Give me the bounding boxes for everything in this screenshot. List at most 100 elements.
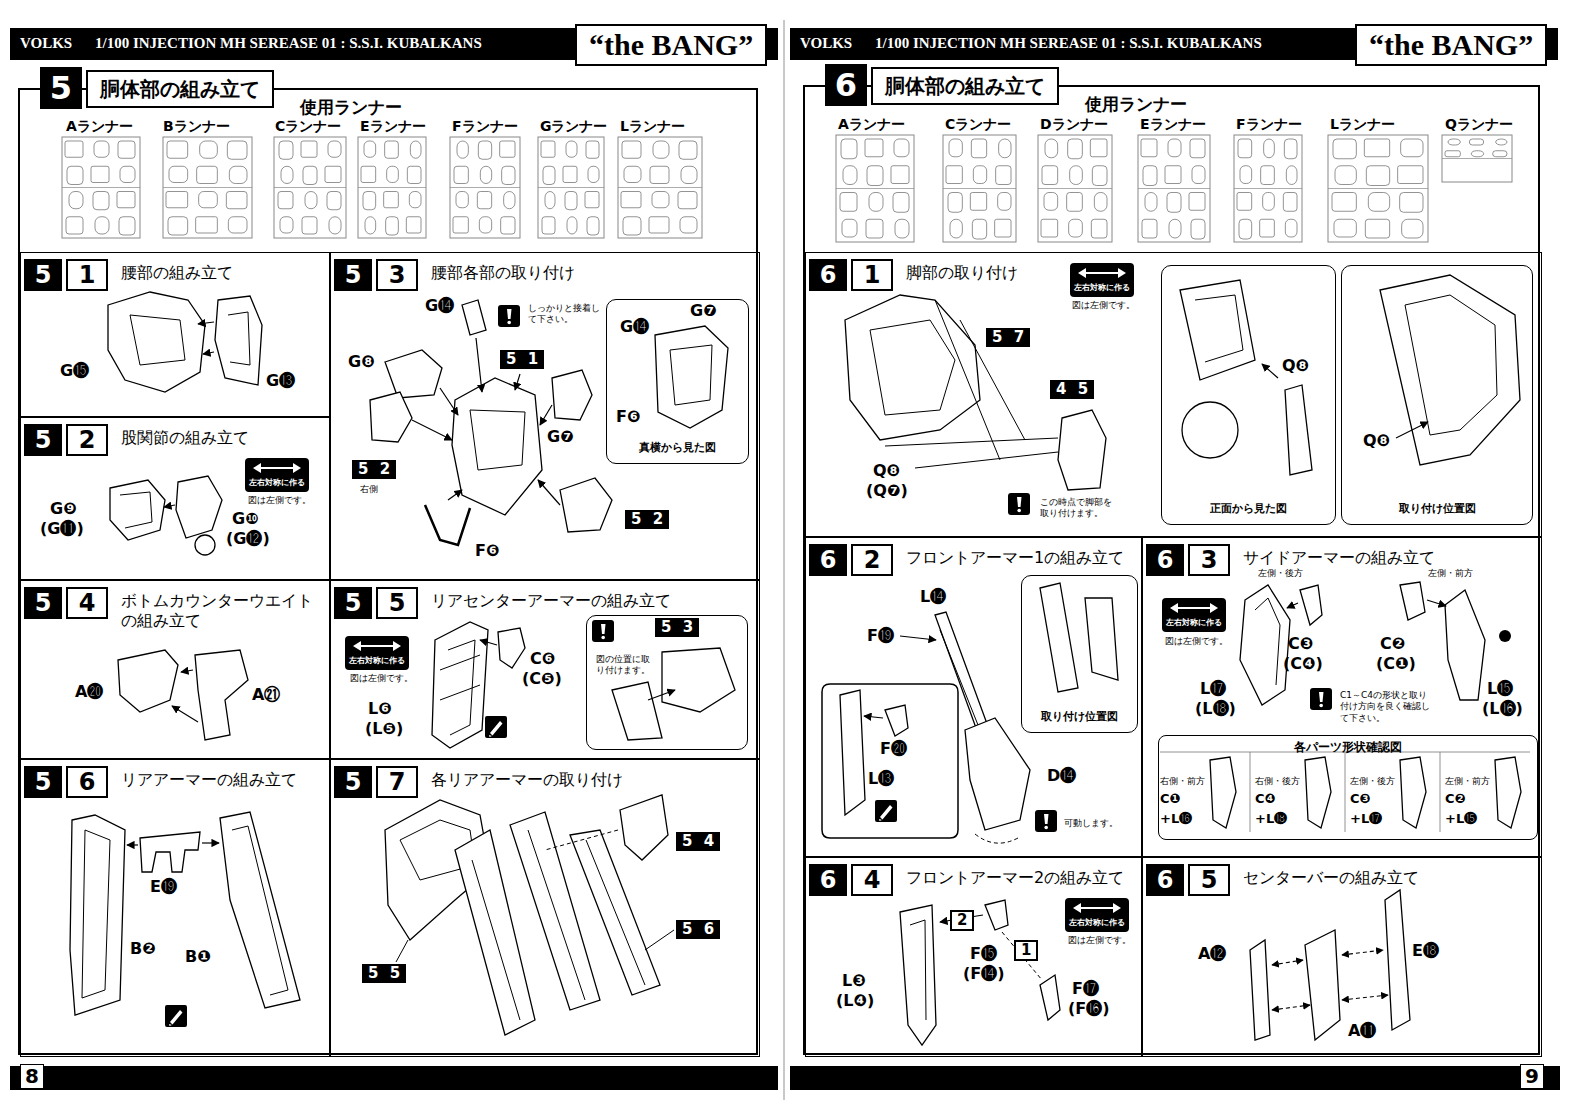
caution-ground xyxy=(1008,493,1030,515)
part-code: C❷ xyxy=(1380,635,1405,653)
part-outline xyxy=(432,622,488,748)
substep-number: 7 xyxy=(376,766,418,798)
part-outline xyxy=(1495,757,1521,828)
runner-panel: 使用ランナー xyxy=(20,90,760,252)
header-band: VOLKS1/100 INJECTION MH SEREASE 01 : S.S… xyxy=(790,28,1558,60)
part-outline xyxy=(1040,975,1060,1020)
runner-part xyxy=(502,166,515,184)
part-outline xyxy=(195,650,248,740)
runner-gate xyxy=(1234,188,1302,189)
runner-part xyxy=(1167,193,1181,213)
runner-part xyxy=(67,166,83,184)
caution-mark xyxy=(1017,497,1022,507)
caution-dot xyxy=(1319,704,1323,708)
runner-label: Lランナー xyxy=(1330,116,1395,132)
symmetry-arrow xyxy=(360,645,394,647)
runner-part xyxy=(1471,151,1483,157)
runner-part xyxy=(302,217,317,234)
runner-part xyxy=(891,166,909,184)
note-text: 図は左側です。 xyxy=(1072,300,1135,311)
runner-part xyxy=(65,141,83,157)
note-text: 図は左側です。 xyxy=(1068,935,1131,946)
cement-icon xyxy=(875,800,897,822)
part-code: G⓮ xyxy=(620,318,649,336)
runner-part xyxy=(281,166,293,183)
symmetry-arrowheads xyxy=(353,641,401,651)
symmetry-badge-text: 左右対称に作る xyxy=(1162,618,1226,627)
runner-part xyxy=(365,217,376,234)
step-box: 62フロントアーマー1の組み立て取り付け位置図 xyxy=(805,537,1142,857)
runner-part xyxy=(200,141,218,158)
part-outline xyxy=(840,690,865,815)
runner-part xyxy=(93,192,109,210)
runner-frame xyxy=(1138,135,1210,242)
reference-badge: 5 7 xyxy=(986,328,1030,347)
runner-gate xyxy=(1038,188,1112,189)
runner-part xyxy=(1402,219,1423,238)
part-code: (C❺) xyxy=(522,670,562,688)
part-code: (Q❼) xyxy=(866,482,908,500)
part-code: G⓮ xyxy=(425,297,454,315)
substep-number: 2 xyxy=(66,424,108,456)
runner-part xyxy=(1364,139,1389,157)
step-number: 5 xyxy=(24,259,62,291)
step-box: 57各リアアーマーの取り付け xyxy=(330,759,760,1057)
part-detail xyxy=(670,345,712,405)
part-detail xyxy=(870,320,955,415)
runner-frame xyxy=(450,137,520,238)
runner-part xyxy=(407,166,421,183)
runner-gate xyxy=(1328,188,1428,189)
runner-part xyxy=(480,166,491,183)
part-code: (F⓰) xyxy=(1068,1000,1110,1018)
part-code: (L❺) xyxy=(365,720,403,738)
part-detail xyxy=(120,492,152,528)
part-code: (L❹) xyxy=(836,992,874,1010)
part-outline xyxy=(370,392,412,442)
part-code: L⓭ xyxy=(868,770,894,788)
runner-part xyxy=(623,217,641,235)
runner-frame xyxy=(836,135,914,242)
runner-part xyxy=(1496,139,1507,145)
symmetry-badge-text: 左右対称に作る xyxy=(245,478,309,487)
part-outline xyxy=(1305,930,1340,1040)
assembly-arrow xyxy=(1427,600,1446,606)
assembly-arrow xyxy=(1272,960,1303,965)
step-title: リアセンターアーマーの組み立て xyxy=(431,591,671,611)
runner-part xyxy=(1365,219,1389,238)
product-title: “the BANG” xyxy=(575,24,767,66)
part-outline xyxy=(965,718,1030,830)
part-code: F⓳ xyxy=(867,627,894,645)
caution-mark xyxy=(601,624,606,634)
cement-brush xyxy=(489,721,503,737)
divider-line xyxy=(784,20,785,1100)
runner-part xyxy=(278,192,293,209)
symmetry-badge-text: 左右対称に作る xyxy=(1070,283,1134,292)
symmetry-badge xyxy=(1070,263,1134,297)
part-outline xyxy=(845,295,980,440)
assembly-arrow xyxy=(412,420,452,440)
marker-dot xyxy=(1499,630,1511,642)
symmetry-ground xyxy=(245,458,309,492)
symmetry-ground xyxy=(345,636,409,670)
assembly-arrow xyxy=(127,844,138,845)
runner-part xyxy=(1145,193,1157,212)
runner-part xyxy=(1069,219,1083,237)
assembly-arrow xyxy=(1342,950,1383,955)
caution-dot xyxy=(601,636,605,640)
note-text: しっかりと接着して下さい。 xyxy=(528,303,600,326)
part-code: (G⓫) xyxy=(40,520,84,538)
part-outline xyxy=(552,370,592,420)
cement-icon xyxy=(165,1005,187,1027)
part-code: Q❽ xyxy=(1282,357,1309,375)
part-detail xyxy=(232,826,288,995)
runner-part xyxy=(456,192,468,208)
caution-icon xyxy=(592,620,614,642)
part-code: (F⓮) xyxy=(963,965,1005,983)
step-title: 腰部の組み立て xyxy=(121,263,233,283)
note-text: 左側・後方 xyxy=(1258,568,1303,579)
step-number: 5 xyxy=(334,587,372,619)
runner-gate xyxy=(163,187,252,188)
runner-part xyxy=(866,219,883,238)
